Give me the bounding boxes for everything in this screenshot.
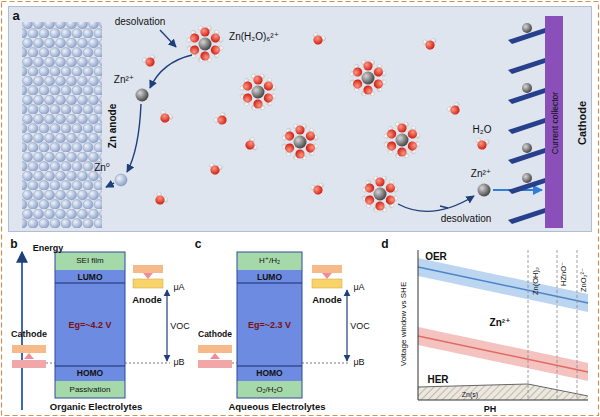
node-label: LUMO [77, 273, 102, 282]
zn-atom [115, 174, 127, 186]
organic-window [55, 252, 125, 398]
zn-ion [478, 184, 491, 197]
node-label: HOMO [256, 369, 282, 378]
text-label: μB [173, 358, 184, 367]
text-label: desolvation [115, 17, 166, 27]
node-label: Zn anode [108, 104, 118, 148]
node-label: Eg=~4.2 V [68, 321, 111, 330]
text-label: d [381, 238, 388, 250]
text-label: μA [173, 283, 184, 292]
text-label: Organic Electrolytes [50, 402, 142, 412]
node-label: Current collector [551, 92, 560, 154]
organic-electrodes [12, 265, 170, 368]
panel-box: aZn anodeCurrent collectorCathode [8, 6, 592, 232]
text-label: Energy [33, 244, 64, 253]
text-label: PH [484, 405, 497, 414]
text-label: HZnO⁻ [560, 262, 568, 286]
text-label: Cathode [198, 330, 232, 339]
node-label: H⁺/H₂ [259, 257, 280, 265]
free-water [142, 32, 490, 208]
text-label: H₂O [473, 125, 492, 135]
text-label: Zn(OH)₂ [532, 267, 540, 295]
text-label: Zn²⁺ [114, 75, 134, 85]
text-label: c [195, 238, 202, 250]
text-label: OER [425, 252, 447, 262]
text-label: Anode [312, 295, 342, 305]
node-label: HOMO [77, 369, 103, 378]
node-label: Passivation [70, 386, 111, 394]
text-label: b [10, 238, 17, 250]
electrolyte-window: H⁺/H₂ LUMO Eg=~2.3 V HOMO O₂/H₂O [237, 252, 302, 398]
text-label: HER [427, 375, 448, 385]
text-label: Zn⁰ [94, 163, 110, 173]
text-label: Zn(s) [462, 391, 478, 398]
collector-bar [545, 16, 563, 228]
text-label: ZnO₂²⁻ [580, 268, 588, 292]
node-label: a [12, 9, 19, 22]
node-label: O₂/H₂O [256, 386, 283, 394]
zn-atoms [22, 22, 102, 228]
cathode-blades [508, 28, 545, 224]
node-label: Eg=~2.3 V [248, 321, 291, 330]
pourbaix-plot [418, 250, 588, 400]
zn-ion [136, 89, 149, 102]
node-label: Cathode [577, 101, 588, 145]
zn-anode: Zn anode [23, 23, 103, 229]
text-label: VOC [170, 322, 190, 331]
text-label: Cathode [11, 330, 47, 339]
text-label: Voltage window vs SHE [400, 282, 408, 367]
process-arrows [106, 30, 474, 211]
aqueous-electrodes [198, 265, 350, 368]
text-label: Zn²⁺ [490, 318, 511, 328]
current-collector: Current collectorCathode [546, 17, 564, 229]
panel-background [8, 6, 592, 232]
text-label: Aqueous Electrolytes [228, 402, 325, 412]
node-label: SEI film [76, 257, 104, 265]
text-label: μA [353, 283, 364, 292]
text-label: desolvation [441, 214, 492, 224]
aqueous-window [237, 252, 302, 398]
electrolyte-window: SEI filmLUMO Eg=~4.2 V HOMO Passivation [55, 252, 125, 398]
text-label: VOC [350, 322, 370, 331]
text-label: Zn²⁺ [471, 169, 491, 179]
intercalated-ions [522, 23, 532, 183]
text-label: μB [353, 358, 364, 367]
text-label: Zn(H₂O)₆²⁺ [229, 32, 279, 42]
node-label: LUMO [257, 273, 282, 282]
text-label: Anode [132, 295, 162, 305]
hydrated-clusters [186, 26, 421, 212]
